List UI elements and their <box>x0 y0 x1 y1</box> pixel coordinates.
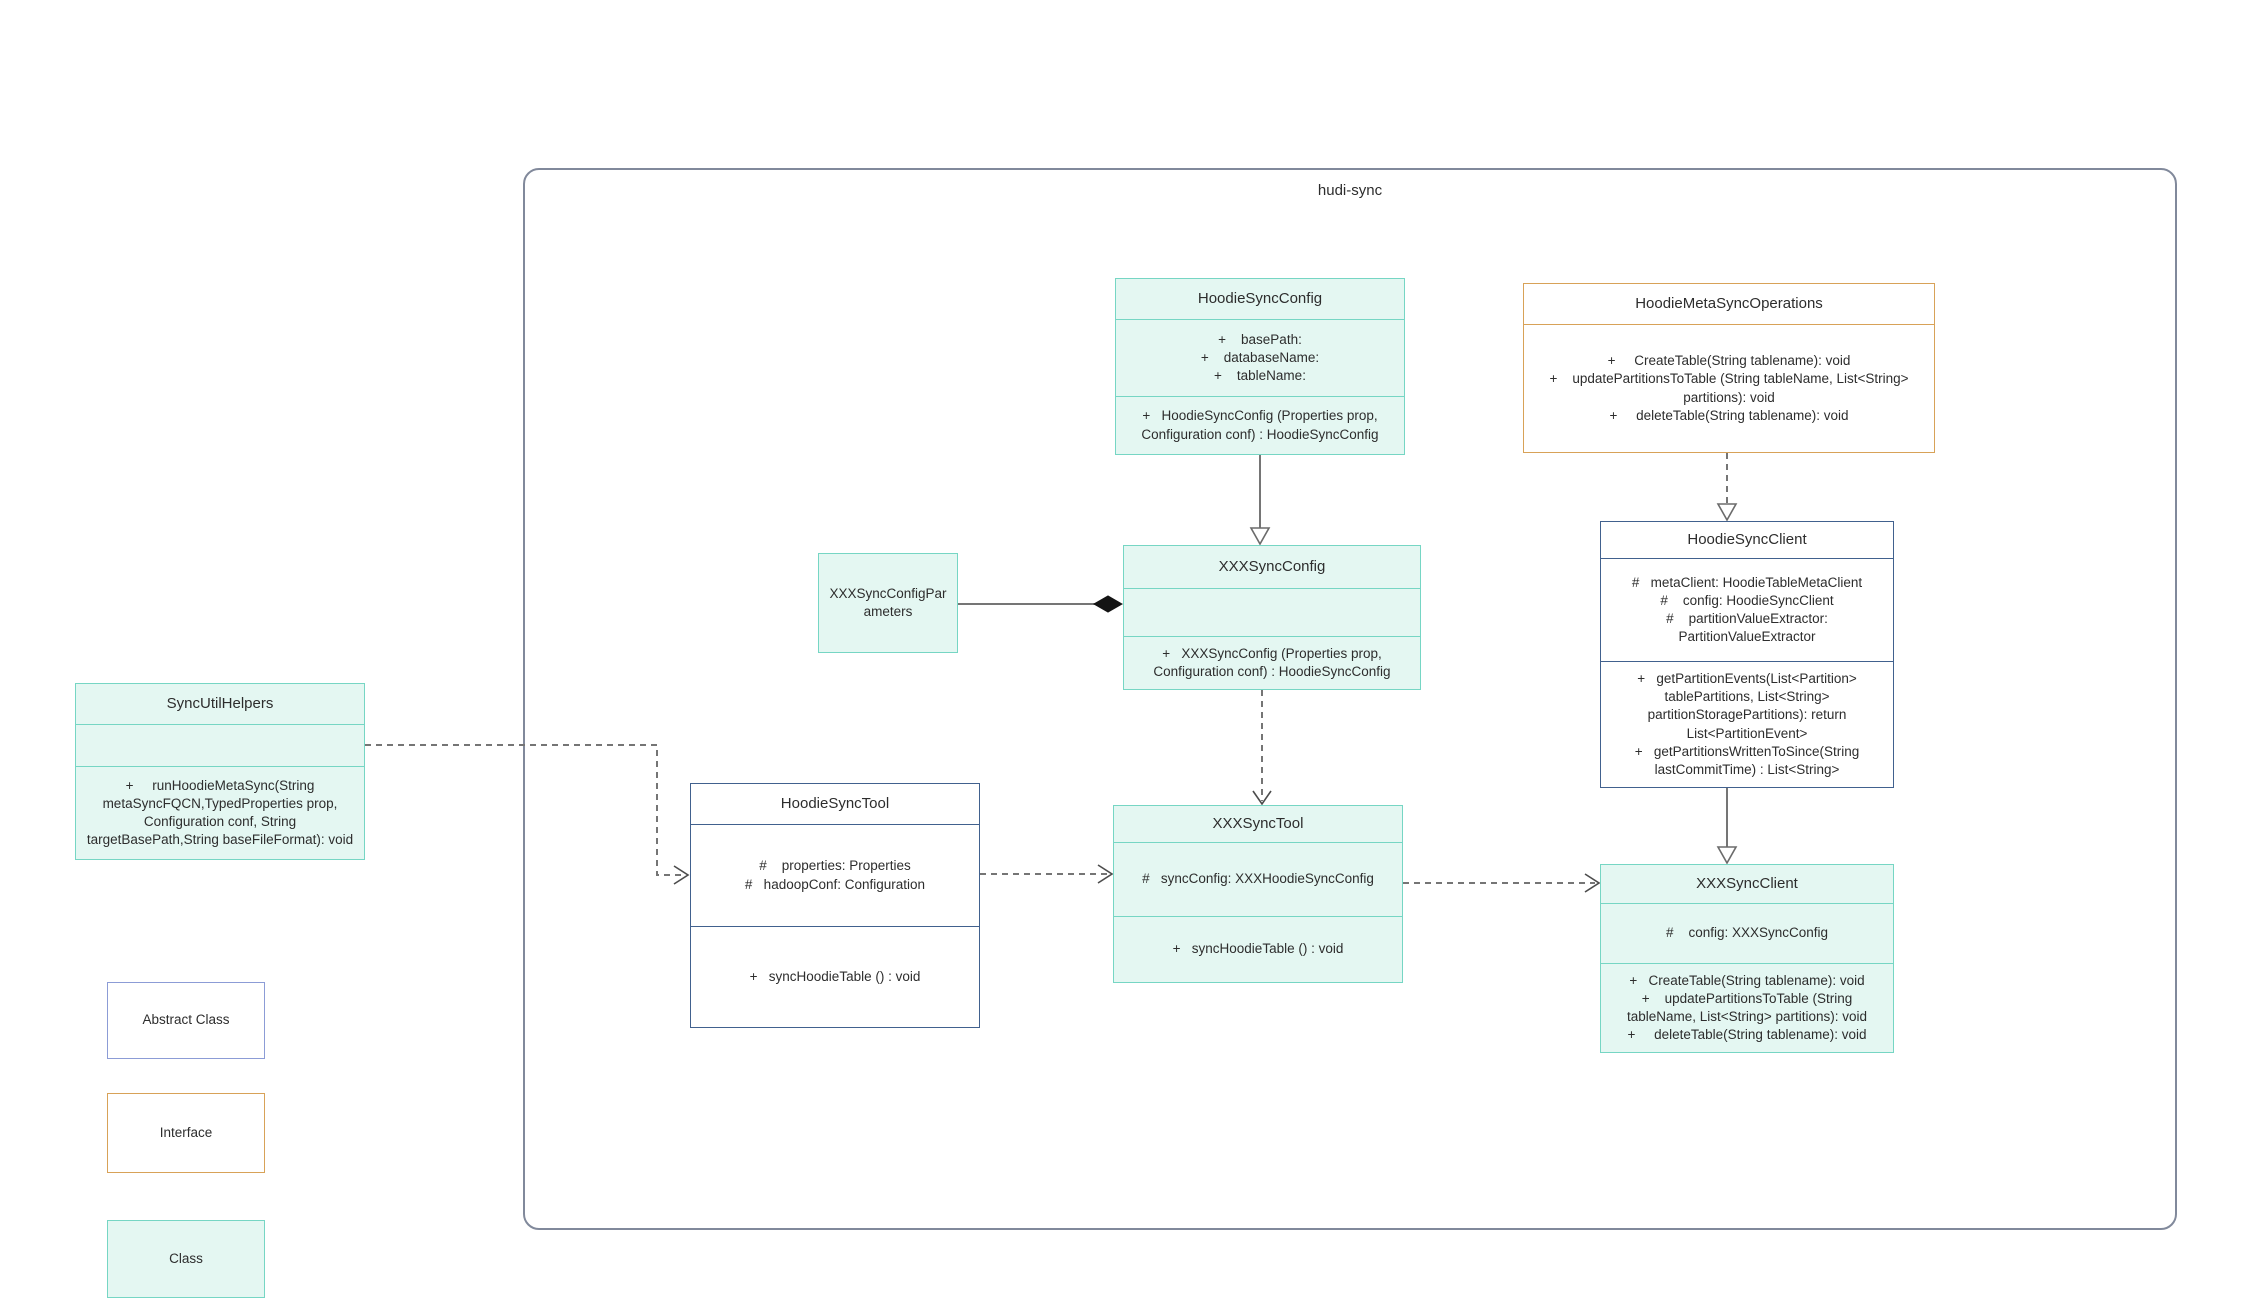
class-attributes <box>76 724 364 766</box>
abstract-class-methods: + getPartitionEvents(List<Partition> tab… <box>1601 661 1893 787</box>
class-title: XXXSyncConfig <box>1218 557 1326 575</box>
class-attributes: # syncConfig: XXXHoodieSyncConfig <box>1114 842 1402 916</box>
abstract-class-methods: + syncHoodieTable () : void <box>691 926 979 1027</box>
class-title: XXXSyncConfigPar ameters <box>829 585 947 619</box>
class-box-xxx-sync-config-parameters: XXXSyncConfigPar ameters <box>818 553 958 653</box>
class-methods: + syncHoodieTable () : void <box>1114 916 1402 982</box>
class-box-sync-util-helpers: SyncUtilHelpers + runHoodieMetaSync(Stri… <box>75 683 365 860</box>
abstract-class-box-hoodie-sync-tool: HoodieSyncTool # properties: Properties … <box>690 783 980 1028</box>
legend-abstract-class-label: Abstract Class <box>142 1012 230 1028</box>
class-box-xxx-sync-config: XXXSyncConfig + XXXSyncConfig (Propertie… <box>1123 545 1421 690</box>
legend-class-label: Class <box>169 1250 203 1266</box>
class-title: SyncUtilHelpers <box>166 694 274 712</box>
class-title: XXXSyncClient <box>1696 874 1798 892</box>
class-attributes: # config: XXXSyncConfig <box>1601 903 1893 963</box>
class-methods: + HoodieSyncConfig (Properties prop, Con… <box>1116 396 1404 454</box>
abstract-class-attributes: # properties: Properties # hadoopConf: C… <box>691 824 979 926</box>
abstract-class-title: HoodieSyncClient <box>1687 530 1807 548</box>
class-methods: + CreateTable(String tablename): void + … <box>1601 963 1893 1052</box>
interface-methods: + CreateTable(String tablename): void + … <box>1524 324 1934 452</box>
interface-box-hoodie-meta-sync-operations: HoodieMetaSyncOperations + CreateTable(S… <box>1523 283 1935 453</box>
abstract-class-attributes: # metaClient: HoodieTableMetaClient # co… <box>1601 558 1893 661</box>
legend-interface-label: Interface <box>159 1124 213 1140</box>
class-attributes <box>1124 588 1420 636</box>
class-title: HoodieSyncConfig <box>1197 289 1323 307</box>
hudi-sync-package-frame <box>523 168 2177 1230</box>
interface-title: HoodieMetaSyncOperations <box>1635 294 1823 312</box>
class-methods: + XXXSyncConfig (Properties prop, Config… <box>1124 636 1420 689</box>
abstract-class-box-hoodie-sync-client: HoodieSyncClient # metaClient: HoodieTab… <box>1600 521 1894 788</box>
abstract-class-title: HoodieSyncTool <box>780 794 890 812</box>
legend-abstract-class: Abstract Class <box>107 982 265 1059</box>
class-box-xxx-sync-client: XXXSyncClient # config: XXXSyncConfig + … <box>1600 864 1894 1053</box>
legend-interface: Interface <box>107 1093 265 1173</box>
class-box-xxx-sync-tool: XXXSyncTool # syncConfig: XXXHoodieSyncC… <box>1113 805 1403 983</box>
legend-class: Class <box>107 1220 265 1298</box>
class-box-hoodie-sync-config: HoodieSyncConfig + basePath: + databaseN… <box>1115 278 1405 455</box>
class-attributes: + basePath: + databaseName: + tableName: <box>1116 319 1404 396</box>
class-title: XXXSyncTool <box>1212 814 1304 832</box>
hudi-sync-package-label: hudi-sync <box>1317 182 1383 199</box>
class-methods: + runHoodieMetaSync(String metaSyncFQCN,… <box>76 766 364 859</box>
